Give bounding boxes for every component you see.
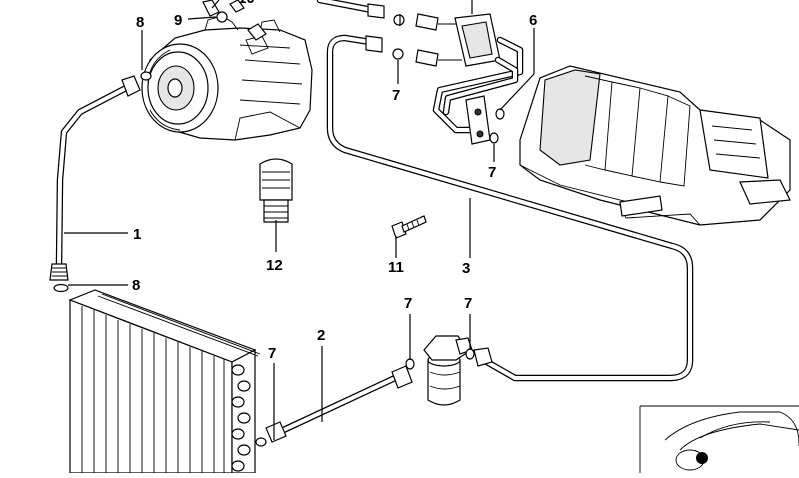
callout-11: 11: [388, 259, 404, 276]
pressure-switch: [259, 158, 293, 223]
o-ring-ev-2: [392, 48, 404, 60]
callout-7-ev-right: 7: [488, 164, 496, 181]
callout-3: 3: [462, 260, 470, 277]
callout-2: 2: [317, 327, 325, 344]
callout-1: 1: [133, 226, 141, 243]
vehicle-location-inset: [639, 405, 799, 473]
screw: [391, 215, 427, 239]
o-ring-ev-3: [495, 108, 505, 120]
o-ring-ev-1: [393, 14, 405, 26]
location-marker-icon: [696, 452, 708, 464]
evaporator-housing: [519, 65, 791, 226]
callout-7-ev-left: 7: [392, 87, 400, 104]
pipe-2: [265, 365, 413, 443]
leader-lines: [64, 0, 535, 440]
callout-6: 6: [529, 12, 537, 29]
condenser-coil-ends: [231, 364, 251, 472]
callout-8-bottom: 8: [132, 277, 140, 294]
callout-7-condenser: 7: [268, 345, 276, 362]
o-ring-pipe2-left: [255, 437, 267, 447]
o-ring-compressor: [140, 71, 152, 81]
callout-9: 9: [174, 12, 182, 29]
o-ring-condenser: [53, 283, 69, 293]
condenser: [68, 289, 261, 474]
o-ring-dryer: [465, 348, 475, 360]
callout-12: 12: [266, 257, 283, 274]
compressor-fitting: [202, 0, 267, 41]
callout-8-top: 8: [136, 14, 144, 31]
ac-compressor: [141, 15, 313, 141]
expansion-valve: [415, 13, 524, 145]
pipe-3: [326, 34, 694, 382]
callout-7-dryer-left: 7: [404, 295, 412, 312]
pipe-1: [49, 75, 141, 281]
receiver-dryer: [423, 335, 473, 406]
upper-pipe: [316, 0, 385, 19]
callout-7-dryer-right: 7: [464, 295, 472, 312]
callout-10: 10: [238, 0, 255, 7]
o-ring-pipe2-right: [405, 358, 415, 370]
callout-labels: 8 9 10 1 8 12 11 3 7 6 7 2 7 7 7: [132, 0, 537, 362]
o-ring-ev-4: [489, 132, 499, 144]
